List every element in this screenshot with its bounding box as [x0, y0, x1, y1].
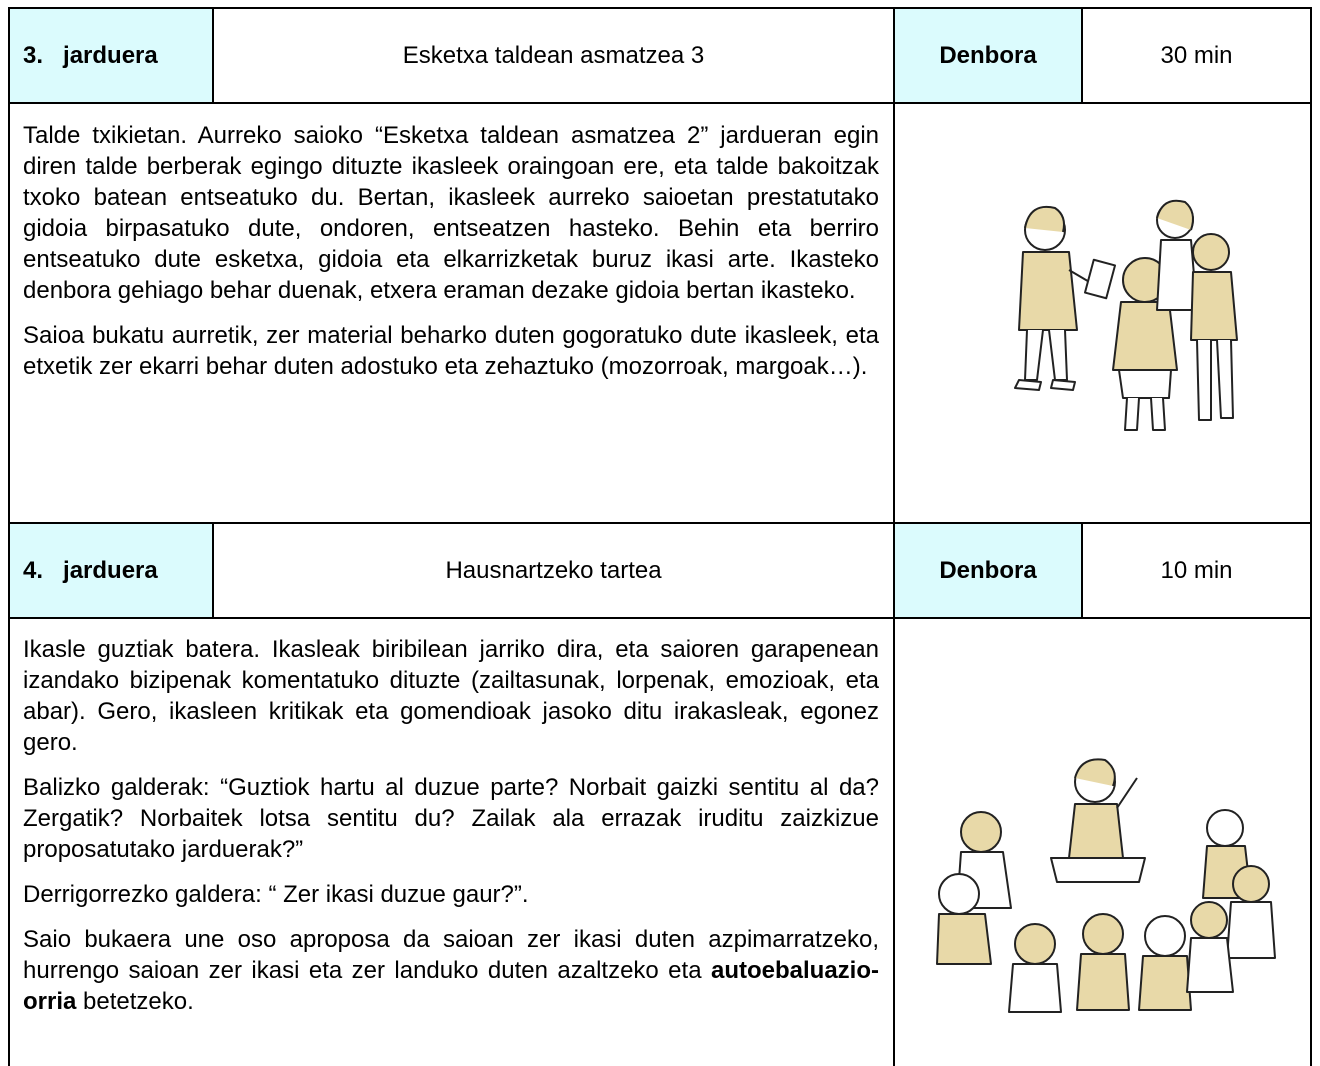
children-circle-illustration [925, 748, 1285, 1024]
activity4-label: 4. jarduera [9, 523, 213, 618]
activity3-description: Talde txikietan. Aurreko saioko “Esketxa… [23, 120, 879, 382]
activity4-title: Hausnartzeko tartea [445, 556, 662, 584]
paragraph: Derrigorrezko galdera: “ Zer ikasi duzue… [23, 881, 529, 908]
paragraph: Balizko galderak: “Guztiok hartu al duzu… [23, 774, 879, 863]
table-border-top [8, 7, 1312, 9]
activity3-time-value: 30 min [1160, 41, 1233, 69]
activity3-time-label: Denbora [894, 8, 1082, 103]
table-border-right [1310, 7, 1312, 1066]
paragraph: Saio bukaera une oso aproposa da saioan … [23, 926, 879, 1015]
row-divider [8, 102, 1312, 104]
col-divider [1081, 522, 1083, 618]
activity4-time-label: Denbora [894, 523, 1082, 618]
col-divider [212, 522, 214, 618]
col-divider [212, 7, 214, 103]
row-divider [8, 522, 1312, 524]
col-divider-main [893, 7, 895, 1066]
col-divider [1081, 7, 1083, 103]
activity3-title: Esketxa taldean asmatzea 3 [402, 41, 705, 69]
paragraph: Saioa bukatu aurretik, zer material beha… [23, 322, 879, 380]
activity4-time-value: 10 min [1160, 556, 1233, 584]
activity4-description: Ikasle guztiak batera. Ikasleak biribile… [23, 634, 879, 1017]
paragraph: Talde txikietan. Aurreko saioko “Esketxa… [23, 122, 879, 304]
autoebaluazio-orria-bold: autoebaluazio-orria [23, 957, 879, 1015]
row-divider [8, 617, 1312, 619]
paragraph: Ikasle guztiak batera. Ikasleak biribile… [23, 636, 879, 756]
children-rehearsing-illustration [985, 190, 1245, 450]
activity3-label: 3. jarduera [9, 8, 213, 103]
table-border-left [8, 7, 10, 1066]
